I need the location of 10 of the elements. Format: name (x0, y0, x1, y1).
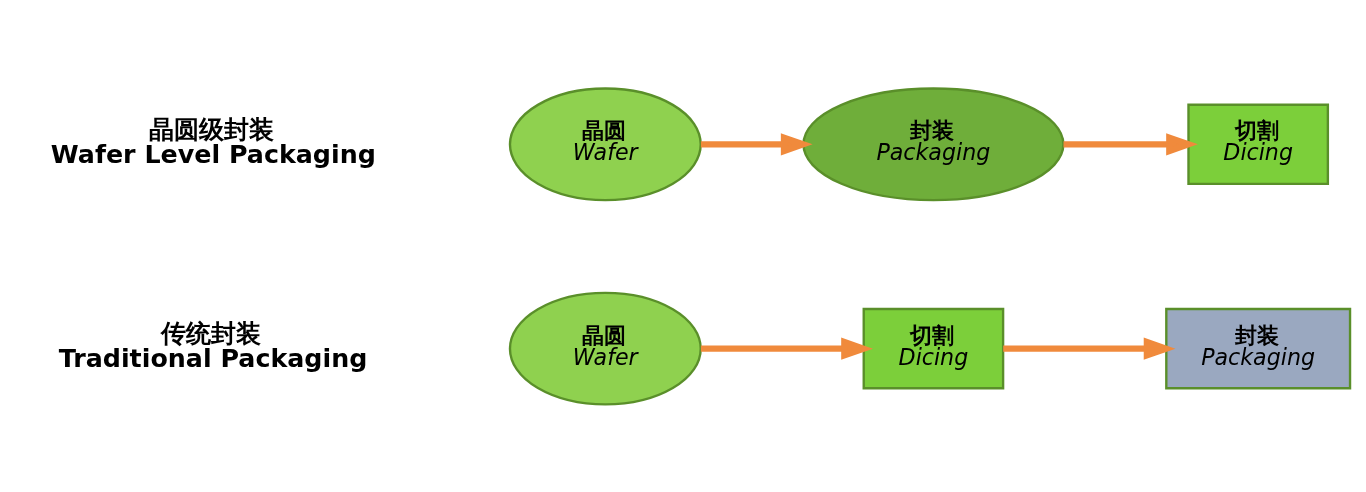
node-box: 切割 Dicing (1187, 103, 1330, 185)
node-box: 封装 Packaging (1165, 307, 1352, 389)
node-ellipse: 晶圆 Wafer (508, 291, 702, 406)
node-box: 切割 Dicing (862, 307, 1005, 389)
arrow (1063, 132, 1198, 155)
arrow (700, 132, 813, 155)
node-ellipse: 封装 Packaging (802, 86, 1065, 201)
arrow (1003, 337, 1176, 360)
node-ellipse: 晶圆 Wafer (508, 86, 702, 201)
arrow (700, 337, 873, 360)
